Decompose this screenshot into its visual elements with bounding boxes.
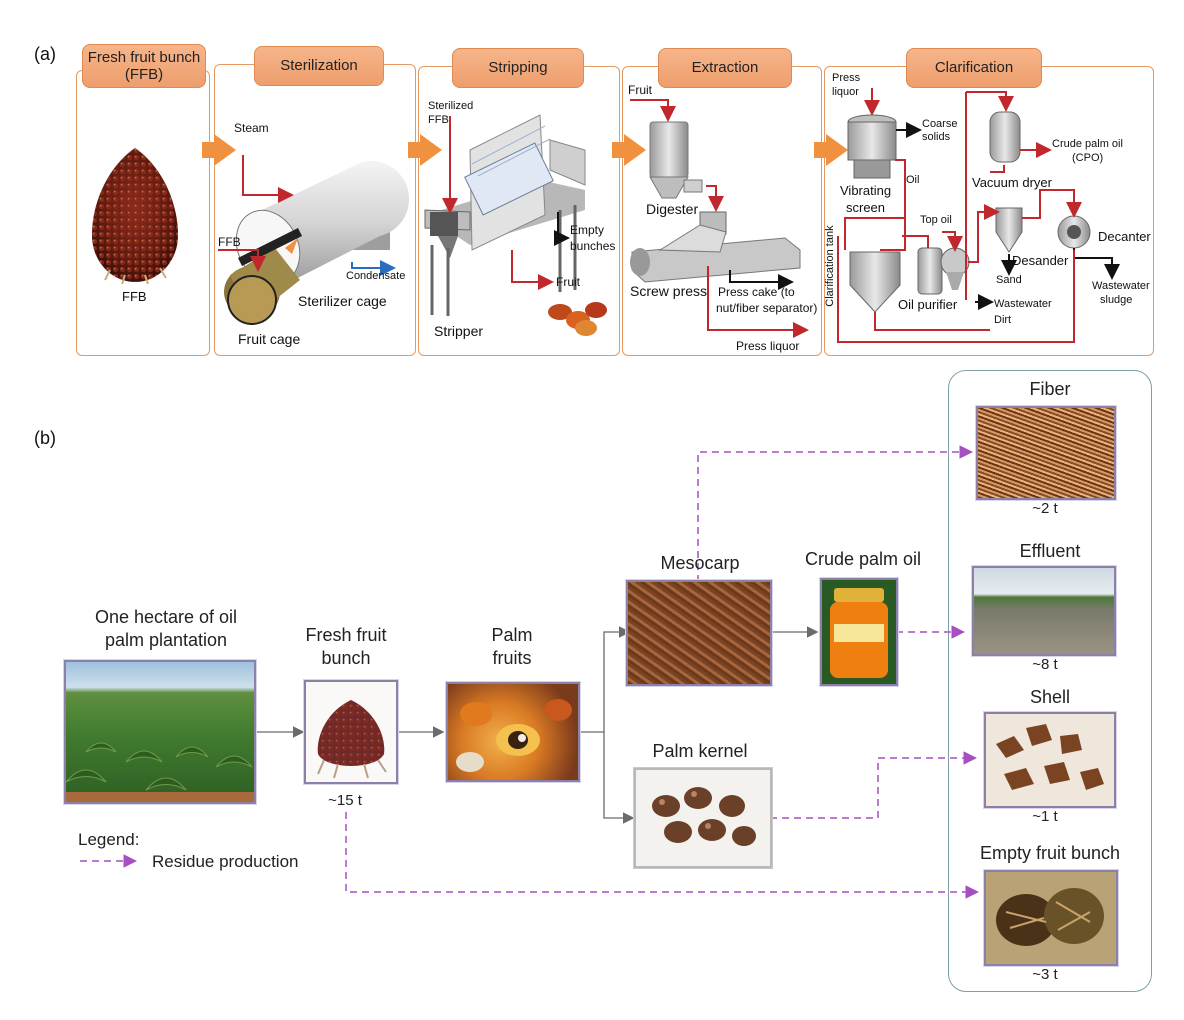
sterilizer-drawing bbox=[218, 155, 410, 325]
cpo-label: Crude palm oil bbox=[1052, 138, 1123, 150]
vacuum-dryer-label: Vacuum dryer bbox=[972, 175, 1052, 190]
press-cake-label: Press cake (to bbox=[718, 285, 795, 299]
fruit-out-label: Fruit bbox=[556, 275, 580, 289]
legend-residue-label: Residue production bbox=[152, 852, 299, 871]
stripper-drawing bbox=[424, 114, 607, 336]
screw-press-label: Screw press bbox=[630, 283, 708, 299]
panel-b-label: (b) bbox=[34, 428, 56, 448]
ffb-image bbox=[92, 148, 178, 285]
stage-title: Fresh fruit bunch (FFB) bbox=[87, 48, 201, 83]
clarification-tank-label: Clarification tank bbox=[823, 225, 836, 307]
panel-a-label: (a) bbox=[34, 44, 56, 64]
top-oil-label: Top oil bbox=[920, 214, 952, 226]
kernel-nuts-icon bbox=[652, 787, 756, 846]
ffb-label: FFB bbox=[122, 289, 147, 304]
digester-label: Digester bbox=[646, 201, 699, 217]
cpo-label-2: (CPO) bbox=[1072, 152, 1104, 164]
palm-kernel-photo bbox=[634, 768, 772, 868]
sterilized-ffb-label-2: FFB bbox=[428, 114, 449, 126]
stage-title: Clarification bbox=[934, 59, 1014, 77]
palm-kernel-title: Palm kernel bbox=[652, 741, 748, 761]
residue-effluent-title: Effluent bbox=[1019, 541, 1081, 561]
efb-photo bbox=[984, 870, 1118, 966]
stage-title: Stripping bbox=[488, 59, 548, 77]
wastewater-sludge-label: Wastewater bbox=[1092, 280, 1150, 292]
stage-tab-clarification: Clarification bbox=[906, 48, 1042, 88]
press-liquor-in-label-2: liquor bbox=[832, 86, 859, 98]
ffb-qty: ~15 t bbox=[328, 792, 362, 809]
ffb-photo bbox=[304, 680, 398, 784]
desander-label: Desander bbox=[1012, 253, 1069, 268]
cpo-photo bbox=[820, 578, 898, 686]
empty-bunches-label: Empty bbox=[570, 223, 605, 237]
fiber-photo bbox=[976, 406, 1116, 500]
palm-fruit-icon bbox=[456, 699, 572, 772]
press-liquor-in-label: Press bbox=[832, 72, 861, 84]
cpo-title: Crude palm oil bbox=[804, 549, 922, 569]
stage-title: Sterilization bbox=[280, 57, 358, 75]
efb-qty: ~3 t bbox=[1032, 966, 1058, 983]
stage-tab-ffb: Fresh fruit bunch (FFB) bbox=[82, 44, 206, 88]
flow-arrows bbox=[80, 445, 979, 899]
mesocarp-title: Mesocarp bbox=[660, 553, 740, 573]
stage-tab-sterilization: Sterilization bbox=[254, 46, 384, 86]
stage-tab-extraction: Extraction bbox=[658, 48, 792, 88]
coarse-solids-label: Coarse bbox=[922, 118, 958, 130]
fiber-qty: ~2 t bbox=[1032, 500, 1058, 517]
shell-pieces-icon bbox=[996, 724, 1104, 790]
wastewater-sludge-label-2: sludge bbox=[1100, 294, 1133, 306]
ffb-bunch-icon bbox=[317, 700, 387, 779]
stage-arrow-icon bbox=[202, 134, 236, 166]
condensate-label: Condensate bbox=[346, 270, 406, 282]
residue-shell-title: Shell bbox=[1029, 687, 1071, 707]
fruit-cage-label: Fruit cage bbox=[238, 331, 301, 347]
stage-arrow-icon bbox=[408, 134, 442, 166]
stage-arrow-icon bbox=[612, 134, 646, 166]
steam-label: Steam bbox=[234, 121, 269, 135]
press-cake-label-2: nut/fiber separator) bbox=[716, 301, 818, 315]
fruit-in-label: Fruit bbox=[628, 83, 652, 97]
palm-fruits-photo bbox=[446, 682, 580, 782]
press-liquor-out-label: Press liquor bbox=[736, 339, 800, 353]
plantation-image bbox=[64, 660, 256, 804]
dirt-label: Dirt bbox=[994, 314, 1012, 326]
process-drawing bbox=[92, 88, 1120, 343]
sand-label: Sand bbox=[996, 274, 1022, 286]
decanter-label: Decanter bbox=[1098, 229, 1151, 244]
empty-bunch-icon bbox=[996, 888, 1104, 946]
legend-title: Legend: bbox=[78, 830, 140, 849]
palm-trees-icon bbox=[66, 742, 254, 802]
stripper-label: Stripper bbox=[434, 323, 484, 339]
oil-jar-icon bbox=[830, 588, 888, 678]
sterilized-ffb-label: Sterilized bbox=[428, 100, 474, 112]
stage-arrow-icon bbox=[814, 134, 848, 166]
coarse-solids-label-2: solids bbox=[922, 131, 951, 143]
shell-photo bbox=[984, 712, 1116, 808]
extraction-drawing bbox=[630, 99, 809, 338]
oil-label: Oil bbox=[906, 174, 920, 186]
clarification-drawing bbox=[837, 88, 1120, 343]
vibrating-screen-label: Vibrating bbox=[840, 183, 892, 198]
mesocarp-photo bbox=[626, 580, 772, 686]
residue-box bbox=[948, 370, 1152, 992]
wastewater-label: Wastewater bbox=[994, 298, 1052, 310]
empty-bunches-label-2: bunches bbox=[570, 239, 616, 253]
effluent-qty: ~8 t bbox=[1032, 656, 1058, 673]
stage-tab-stripping: Stripping bbox=[452, 48, 584, 88]
effluent-photo bbox=[972, 566, 1116, 656]
ffb-in-label: FFB bbox=[218, 235, 241, 249]
residue-fiber-title: Fiber bbox=[1029, 379, 1071, 399]
oil-purifier-label: Oil purifier bbox=[898, 297, 958, 312]
vibrating-screen-label-2: screen bbox=[846, 200, 886, 215]
residue-efb-title: Empty fruit bunch bbox=[979, 843, 1121, 863]
sterilizer-cage-label: Sterilizer cage bbox=[298, 293, 387, 309]
shell-qty: ~1 t bbox=[1032, 808, 1058, 825]
stage-title: Extraction bbox=[691, 59, 759, 77]
